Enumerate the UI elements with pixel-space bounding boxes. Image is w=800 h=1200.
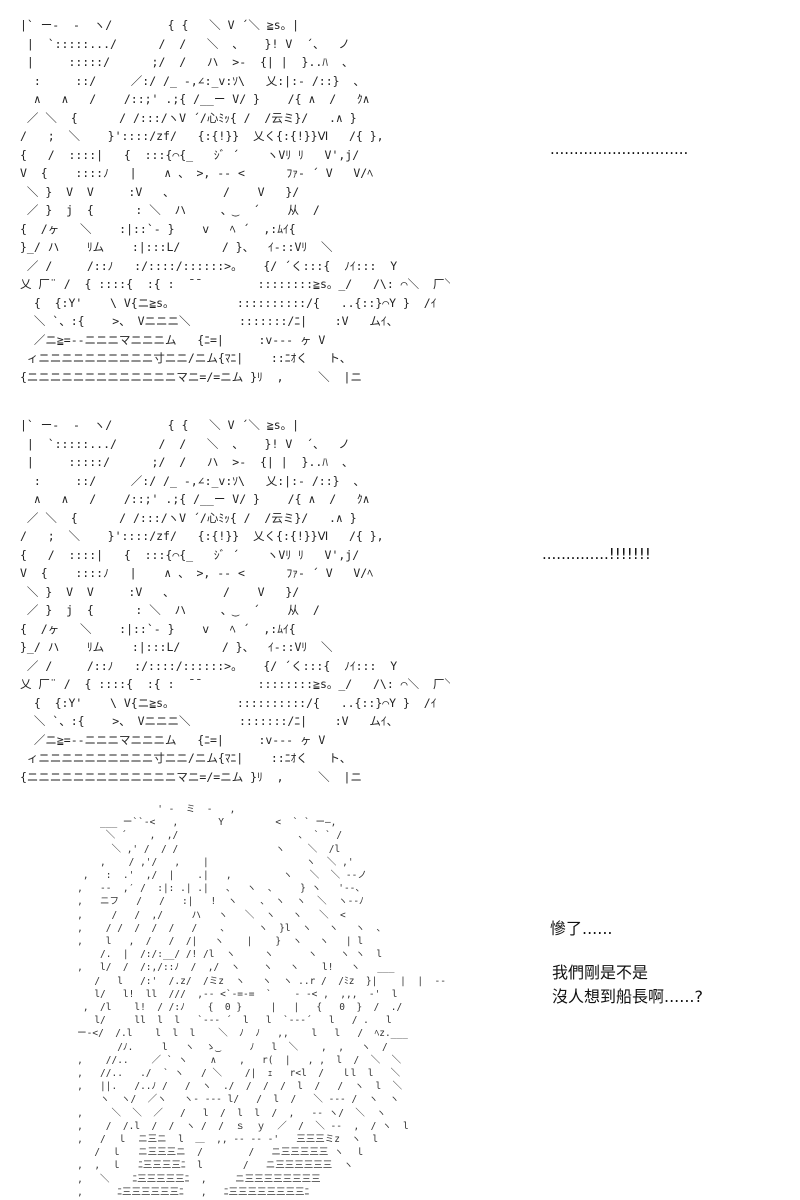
ascii-art-character: |` ー- - ヽ/ { { ＼ V ´＼ ≧s。| | `:::::.../ …: [20, 418, 450, 784]
panel-3: ' - ミ - , ___ ー``‐< , Y < ` ` ー―, ＼ ´ , …: [0, 795, 800, 1200]
dialogue-line: 我們剛是不是: [552, 963, 649, 982]
dialogue-line: 慘了......: [550, 919, 613, 938]
dialogue-text: ..............!!!!!!!: [542, 545, 651, 563]
ascii-art-character: ' - ミ - , ___ ー``‐< , Y < ` ` ー―, ＼ ´ , …: [77, 804, 446, 1198]
panel-1: |` ー- - ヽ/ { { ＼ V ´＼ ≧s。| | `:::::.../ …: [0, 0, 800, 390]
dialogue-line: 沒人想到船長啊......?: [552, 987, 704, 1006]
dialogue-text: .............................: [550, 140, 689, 158]
ascii-art-character: |` ー- - ヽ/ { { ＼ V ´＼ ≧s。| | `:::::.../ …: [20, 18, 450, 384]
panel-2: |` ー- - ヽ/ { { ＼ V ´＼ ≧s。| | `:::::.../ …: [0, 400, 800, 790]
